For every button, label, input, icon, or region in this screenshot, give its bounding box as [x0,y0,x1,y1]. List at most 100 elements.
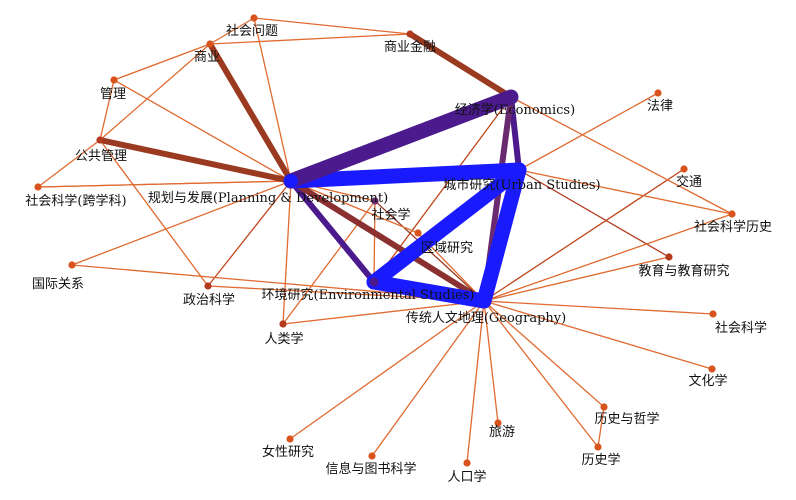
edge-geography-history_philosophy [483,300,605,408]
node-history [594,443,602,451]
edge-planning-environmental [288,178,377,285]
edge-urban-social_science_history [518,169,733,215]
edge-layer [37,17,733,464]
node-label-anthropology: 人类学 [264,331,303,347]
edge-geography-transport [483,168,685,302]
node-label-area_studies: 区域研究 [421,241,473,256]
edge-planning-urban [283,162,527,189]
node-education [665,253,673,261]
edge-economics-environmental [373,96,512,283]
node-label-social_science_interdisc: 社会科学(跨学科) [25,193,126,209]
edge-geography-womens_studies [289,300,485,440]
node-label-cultural_studies: 文化学 [688,373,727,389]
node-label-social_science_history: 社会科学历史 [694,219,772,235]
edge-anthropology-planning [282,180,292,325]
edge-business_finance-economics [407,31,514,100]
edge-law-urban [518,92,659,171]
edge-area_studies-planning [290,180,419,234]
node-tourism [494,419,502,427]
node-demography [463,459,471,467]
edge-management-public_management [99,79,115,141]
node-label-womens_studies: 女性研究 [262,444,314,460]
node-label-education: 教育与教育研究 [638,263,729,279]
node-anthropology [279,320,287,328]
node-cultural_studies [708,365,716,373]
node-social_sciences [709,310,717,318]
node-label-social_problems: 社会问题 [226,23,278,39]
edge-public_management-social_science_interdisc [37,139,101,188]
node-sociology [371,197,379,205]
node-social_science_interdisc [34,183,42,191]
edge-commerce-business_finance [209,33,411,45]
node-label-environmental: 环境研究(Environmental Studies) [262,288,475,303]
edge-sociology-geography [374,200,485,302]
edge-commerce-management [113,43,211,81]
edge-social_problems-commerce [209,17,255,45]
edge-social_problems-business_finance [253,17,411,35]
node-label-business_finance: 商业金融 [384,39,436,55]
node-geography [477,294,491,308]
node-label-economics: 经济学(Economics) [455,102,575,118]
node-social_problems [250,14,258,22]
edge-public_management-political_science [99,139,209,287]
node-label-management: 管理 [100,87,126,102]
edge-geography-history [483,300,599,448]
node-label-social_sciences: 社会科学 [715,320,767,336]
edge-public_management-planning [97,137,294,184]
node-label-demography: 人口学 [447,469,486,485]
edge-international_relations-planning [71,180,292,266]
node-transport [680,165,688,173]
edge-management-planning [113,79,292,182]
node-label-law: 法律 [647,99,673,114]
node-label-history_philosophy: 历史与哲学 [594,411,659,427]
node-history_philosophy [600,403,608,411]
node-commerce [206,40,214,48]
node-public_management [96,136,104,144]
node-label-info_library: 信息与图书科学 [325,461,416,477]
node-label-public_management: 公共管理 [75,149,127,164]
edge-environmental-geography [366,274,492,309]
edge-economics-social_science_history [510,96,733,215]
node-label-political_science: 政治科学 [183,292,235,308]
node-label-history: 历史学 [581,452,620,468]
node-business_finance [406,30,414,38]
node-law [654,89,662,97]
edge-planning-geography [288,178,487,304]
node-label-geography: 传统人文地理(Geography) [406,311,566,326]
edge-social_problems-planning [253,17,292,182]
node-social_science_history [728,210,736,218]
node-label-commerce: 商业 [194,50,220,65]
node-label-tourism: 旅游 [489,425,515,440]
edge-planning-economics [283,89,519,189]
edge-planning-social_science_interdisc [37,180,292,188]
edge-political_science-planning [207,180,292,287]
node-info_library [368,452,376,460]
node-label-sociology: 社会学 [371,207,410,223]
node-label-transport: 交通 [676,174,702,190]
node-economics [506,92,516,102]
node-management [110,76,118,84]
edge-geography-demography [466,300,485,464]
node-urban [512,163,526,177]
edge-anthropology-geography [282,300,485,325]
edge-geography-social_sciences [483,300,714,315]
node-womens_studies [286,435,294,443]
edge-urban-geography [476,162,527,309]
node-label-planning: 规划与发展(Planning & Development) [148,190,388,206]
edge-commerce-public_management [99,43,211,141]
node-label-international_relations: 国际关系 [32,277,84,292]
node-area_studies [414,229,422,237]
edge-urban-education [518,169,670,258]
node-environmental [369,277,379,287]
edge-sociology-environmental [373,200,376,283]
node-planning [284,174,298,188]
edge-geography-education [483,256,670,302]
node-political_science [204,282,212,290]
edge-commerce-planning [207,41,294,184]
edge-geography-info_library [371,300,485,457]
edge-urban-environmental [366,162,527,290]
edge-geography-social_science_history [483,213,733,302]
edge-geography-tourism [483,300,499,424]
